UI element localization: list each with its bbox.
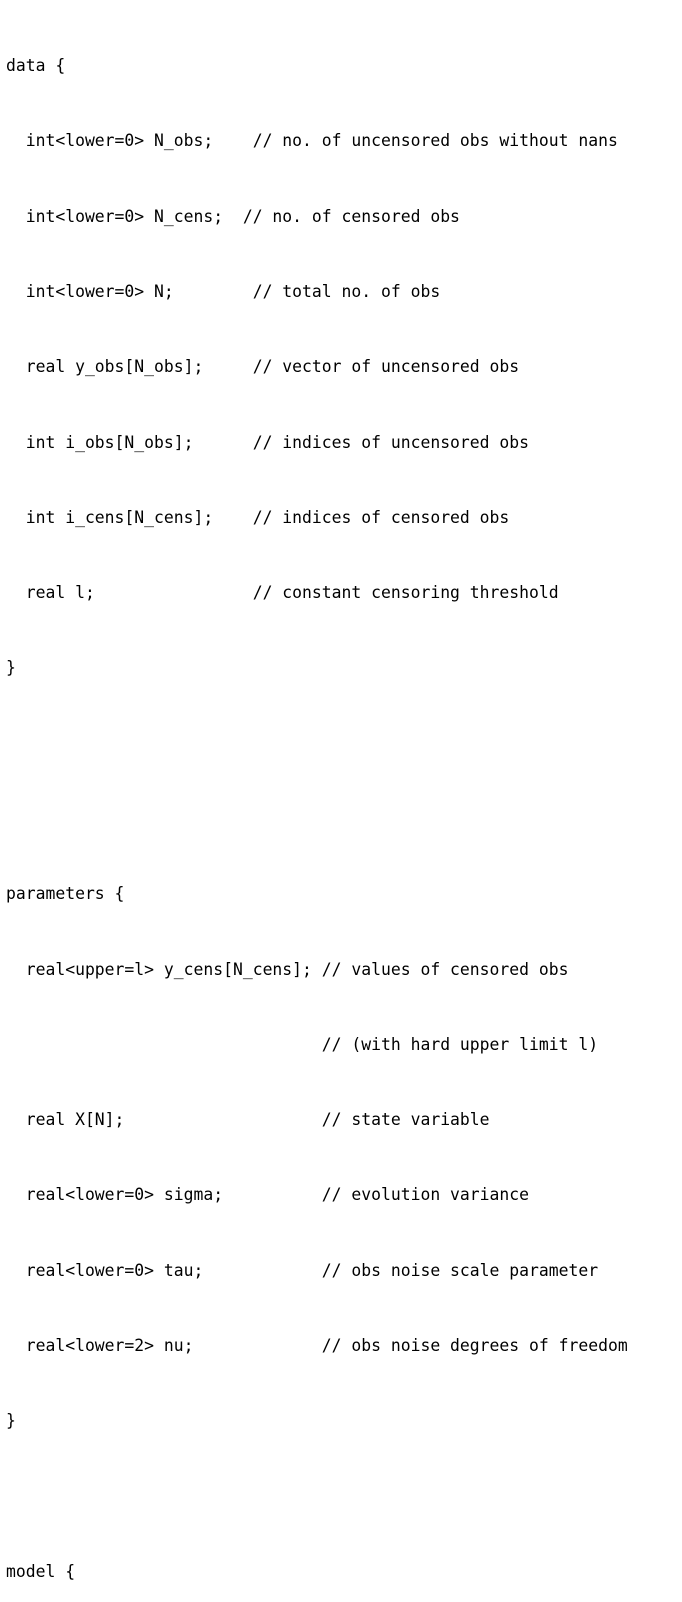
code-line: int<lower=0> N_obs; // no. of uncensored… — [6, 131, 618, 151]
code-line: } — [6, 658, 16, 678]
code-line-blank — [6, 806, 682, 831]
code-line: real<upper=l> y_cens[N_cens]; // values … — [6, 959, 569, 979]
code-line: real l; // constant censoring threshold — [6, 583, 559, 603]
code-line: int i_cens[N_cens]; // indices of censor… — [6, 507, 510, 527]
code-line: parameters { — [6, 884, 125, 904]
code-line: real<lower=0> sigma; // evolution varian… — [6, 1185, 530, 1205]
code-line: int i_obs[N_obs]; // indices of uncensor… — [6, 432, 530, 452]
code-listing: data { int<lower=0> N_obs; // no. of unc… — [6, 3, 682, 1602]
code-line: int<lower=0> N_cens; // no. of censored … — [6, 206, 460, 226]
code-line: real<lower=0> tau; // obs noise scale pa… — [6, 1260, 599, 1280]
code-line: real<lower=2> nu; // obs noise degrees o… — [6, 1335, 628, 1355]
code-line: real y_obs[N_obs]; // vector of uncensor… — [6, 357, 520, 377]
code-line: // (with hard upper limit l) — [6, 1034, 599, 1054]
code-line: real X[N]; // state variable — [6, 1110, 490, 1130]
code-line: } — [6, 1411, 16, 1431]
code-line: data { — [6, 56, 66, 76]
code-line: model { — [6, 1561, 76, 1581]
code-line: int<lower=0> N; // total no. of obs — [6, 282, 441, 302]
code-line-blank — [6, 1484, 682, 1509]
code-line-blank — [6, 731, 682, 756]
